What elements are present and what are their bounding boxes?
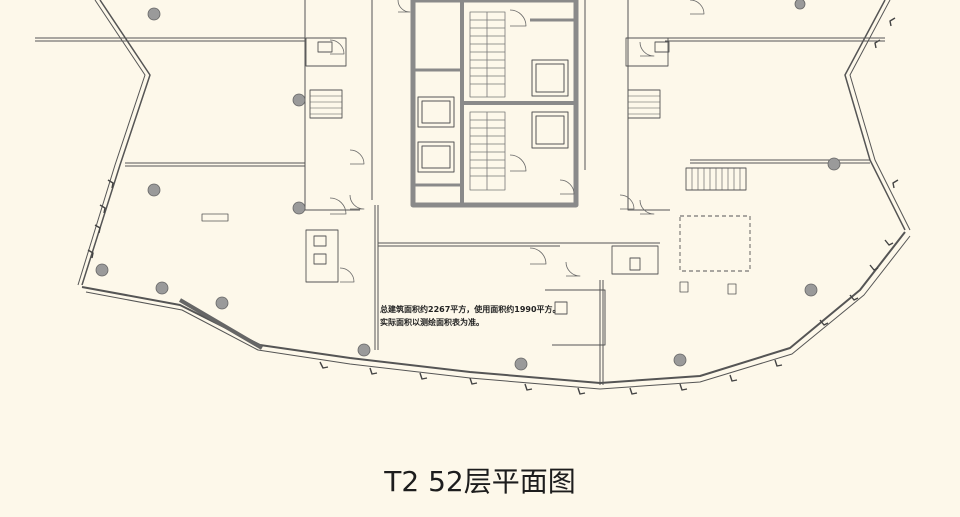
floor-plan-caption: T2 52层平面图 <box>384 465 576 498</box>
building-core <box>397 0 579 208</box>
partition-walls <box>35 0 885 385</box>
area-note-line-1: 总建筑面积约2267平方，使用面积约1990平方。 <box>380 305 561 314</box>
facade <box>77 0 911 395</box>
floor-plan <box>35 0 911 395</box>
service-rooms <box>305 37 751 315</box>
fixtures <box>201 213 737 295</box>
door-swings <box>329 0 705 283</box>
area-note: 总建筑面积约2267平方，使用面积约1990平方。 实际面积以测绘面积表为准。 <box>380 303 561 329</box>
columns <box>95 0 841 371</box>
area-note-line-2: 实际面积以测绘面积表为准。 <box>380 318 484 327</box>
